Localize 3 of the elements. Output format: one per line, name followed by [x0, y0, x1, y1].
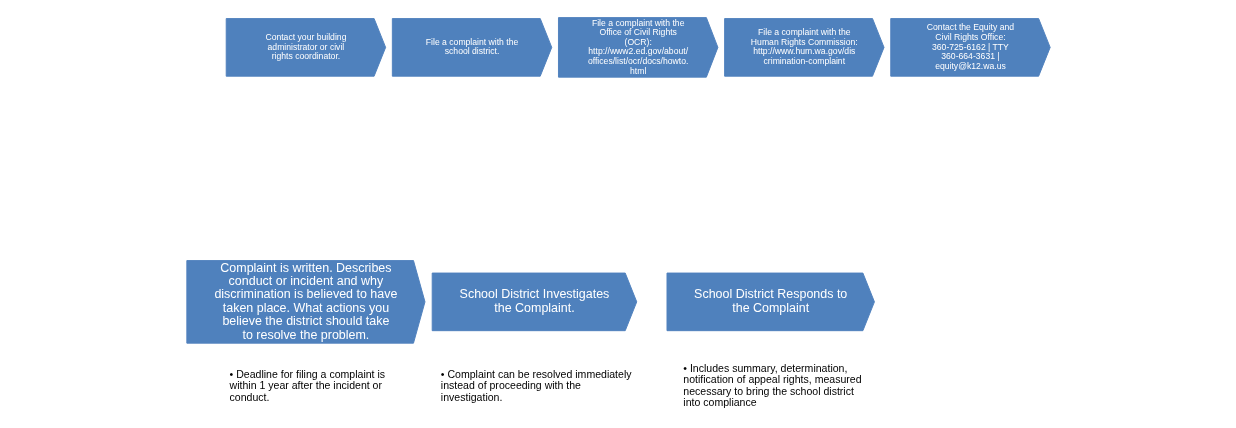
node-label: • Complaint can be resolved immediately instead of proceeding with the investigation.: [440, 367, 632, 403]
node-label: • Deadline for filing a complaint is within 1 year after the incident or conduct.: [229, 367, 385, 403]
node-label: • Includes summary, determination, notification of appeal rights, measured necessary to bring the school district into compliance: [682, 361, 862, 409]
